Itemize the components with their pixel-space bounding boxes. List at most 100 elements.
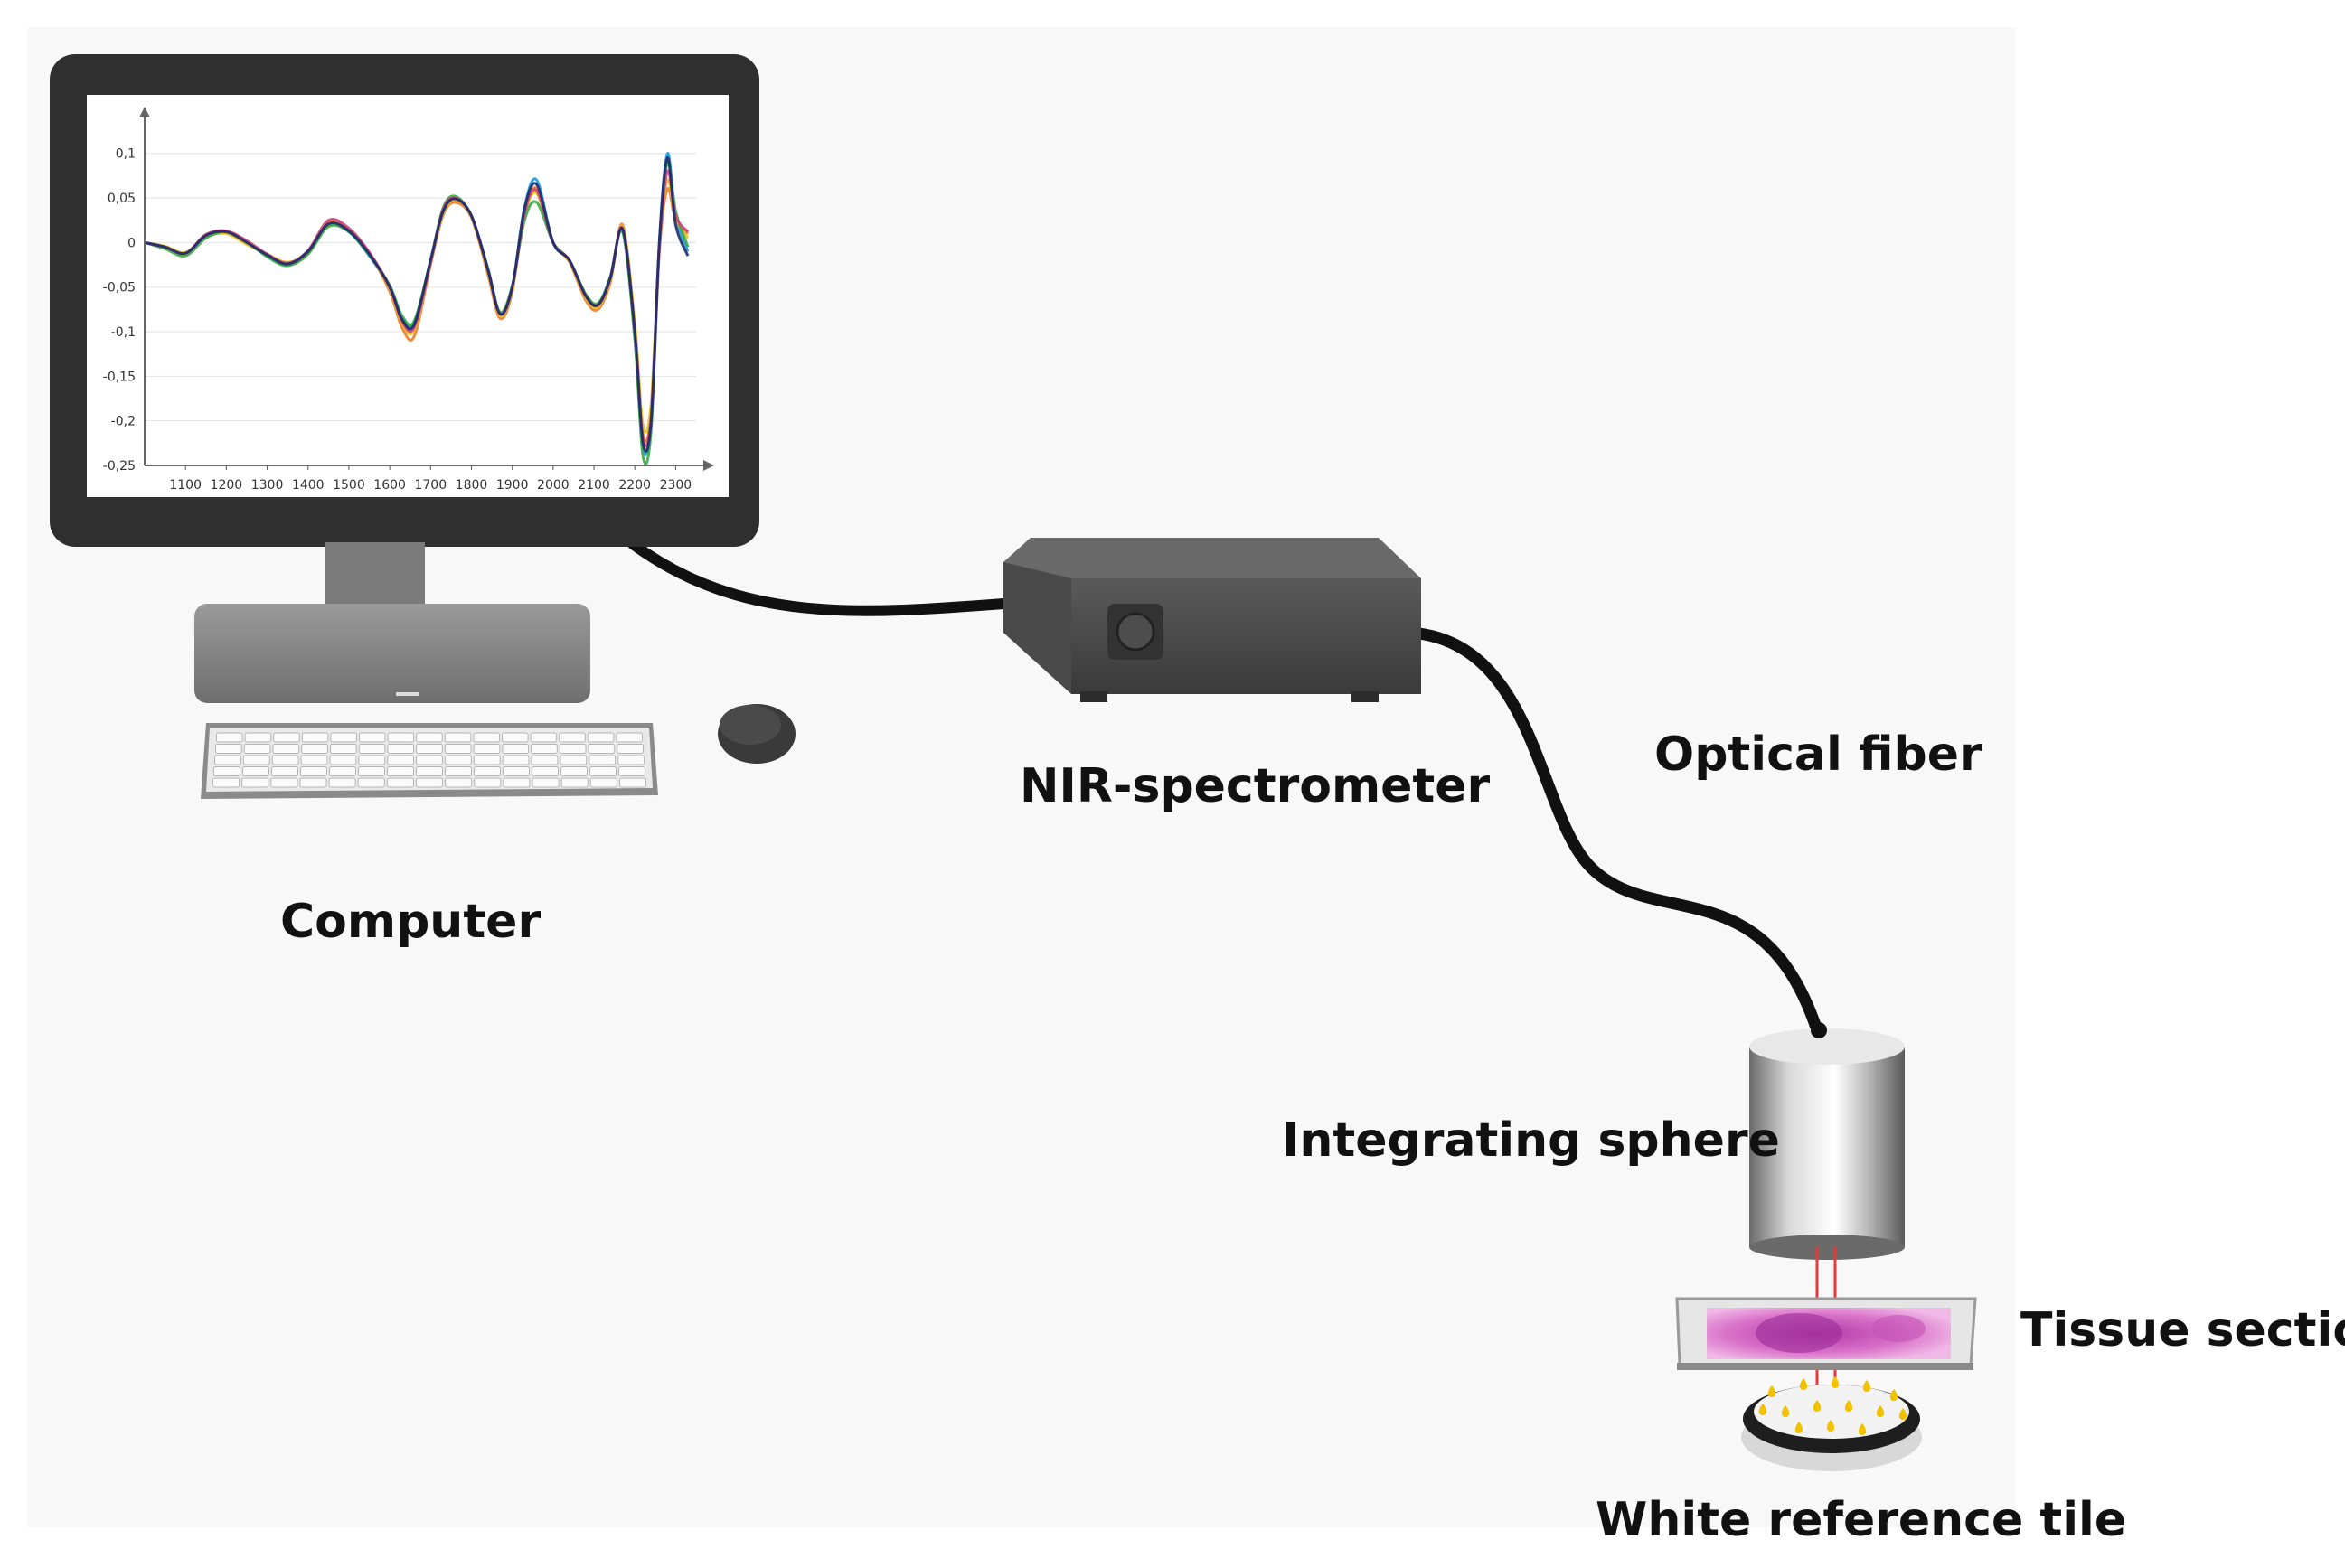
keyboard-key [387, 744, 415, 754]
integrating-sphere-device [1749, 1022, 1905, 1260]
optical-fiber-cable [1404, 626, 1823, 1037]
keyboard-key [301, 732, 329, 743]
drop-icon [1844, 1400, 1853, 1412]
chart-series [144, 152, 690, 465]
keyboard-key [502, 732, 529, 743]
keyboard-key [560, 766, 588, 776]
keyboard-key [301, 744, 328, 754]
keyboard-key [473, 744, 501, 754]
drop-icon [1799, 1378, 1808, 1390]
drop-icon [1813, 1400, 1822, 1412]
drop-icon [1898, 1408, 1907, 1420]
keyboard-key [242, 766, 269, 776]
y-tick-label: 0,1 [116, 147, 136, 162]
keyboard-key [216, 732, 243, 743]
keyboard-key [270, 777, 298, 788]
keyboard-key [473, 732, 501, 743]
keyboard-key [387, 732, 415, 743]
y-tick-label: -0,1 [111, 325, 136, 340]
keyboard-key [445, 777, 473, 788]
keyboard-key [416, 732, 443, 743]
drop-icon [1831, 1376, 1840, 1388]
optical-fiber-label: Optical fiber [1654, 728, 1982, 782]
white-reference-tile [1741, 1376, 1922, 1471]
mouse [718, 704, 796, 764]
keyboard [201, 723, 658, 799]
keyboard-key [272, 744, 300, 754]
x-tick-label: 1900 [496, 478, 529, 493]
keyboard-key [618, 766, 645, 776]
keyboard-key [330, 732, 357, 743]
computer-label: Computer [280, 895, 542, 949]
drop-icon [1876, 1405, 1885, 1417]
chart-y-ticks: 0,10,050-0,05-0,1-0,15-0,2-0,25 [103, 147, 136, 474]
x-tick-label: 2200 [618, 478, 651, 493]
y-tick-label: 0 [127, 236, 136, 250]
keyboard-key [532, 777, 560, 788]
reflection-drops [1758, 1376, 1907, 1435]
usb-cable [627, 539, 1009, 616]
drop-icon [1758, 1404, 1767, 1415]
drop-icon [1858, 1423, 1867, 1435]
keyboard-key [357, 777, 385, 788]
drop-icon [1767, 1385, 1776, 1397]
x-tick-label: 1800 [456, 478, 488, 493]
keyboard-key [560, 755, 588, 765]
keyboard-key [273, 732, 300, 743]
keyboard-key [387, 755, 415, 765]
keyboard-key [243, 744, 271, 754]
keyboard-key [531, 755, 559, 765]
keyboard-key [387, 766, 414, 776]
keyboard-key [502, 755, 530, 765]
tissue-section-label: Tissue section [2020, 1303, 2345, 1357]
keyboard-key [530, 732, 558, 743]
x-tick-label: 2000 [537, 478, 570, 493]
keyboard-key [215, 744, 242, 754]
keyboard-key [474, 766, 501, 776]
keyboard-key [300, 766, 327, 776]
y-tick-label: -0,15 [103, 370, 136, 384]
x-tick-label: 1200 [211, 478, 243, 493]
x-tick-label: 1100 [169, 478, 202, 493]
keyboard-key [271, 766, 298, 776]
keyboard-key [589, 755, 617, 765]
spectrometer-port-icon [1116, 612, 1155, 652]
keyboard-key [531, 744, 558, 754]
keyboard-key [416, 744, 443, 754]
keyboard-key [503, 766, 530, 776]
keyboard-key [444, 755, 472, 765]
keyboard-key [329, 744, 357, 754]
keyboard-key [329, 766, 356, 776]
keyboard-key [559, 732, 586, 743]
keyboard-key [473, 755, 501, 765]
keyboard-key [618, 777, 646, 788]
monitor-stand-base [194, 604, 590, 703]
keyboard-key [415, 777, 444, 788]
keyboard-key [212, 777, 240, 788]
keyboard-key [617, 755, 645, 765]
keyboard-key [328, 777, 356, 788]
x-tick-label: 2300 [660, 478, 692, 493]
keyboard-key [299, 777, 327, 788]
keyboard-key [241, 777, 269, 788]
keyboard-key [358, 744, 386, 754]
keyboard-key [502, 744, 530, 754]
x-tick-label: 1400 [292, 478, 325, 493]
x-tick-label: 1500 [333, 478, 365, 493]
y-tick-label: -0,2 [111, 415, 136, 429]
keyboard-key [242, 755, 270, 765]
keyboard-key [559, 744, 587, 754]
keyboard-key [589, 777, 617, 788]
keyboard-key [359, 732, 386, 743]
y-tick-label: 0,05 [108, 192, 136, 206]
keyboard-key [300, 755, 328, 765]
keyboard-key [444, 744, 472, 754]
keyboard-key [560, 777, 589, 788]
nir-spectrometer-device [1003, 538, 1421, 702]
computer-monitor [50, 54, 759, 703]
keyboard-key [532, 766, 559, 776]
tissue-section-slide [1675, 1297, 1977, 1370]
